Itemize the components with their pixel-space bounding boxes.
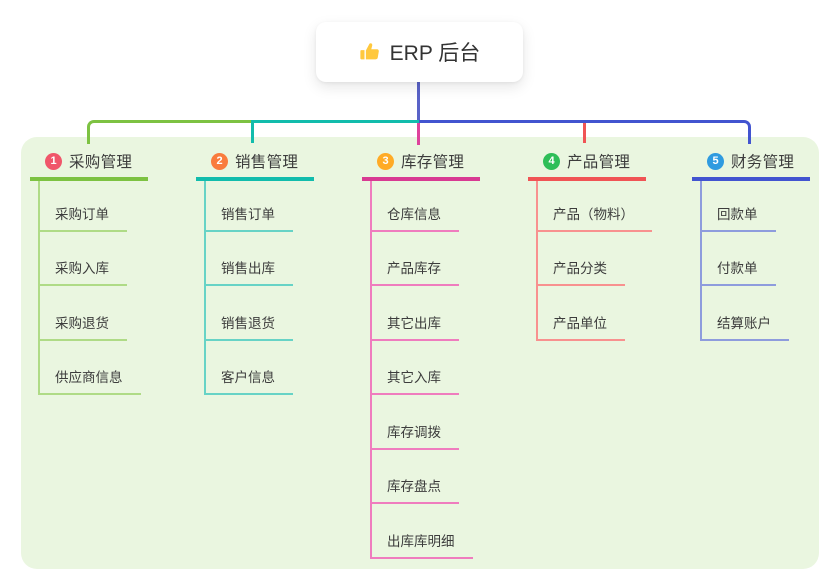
child-node[interactable]: 付款单: [700, 260, 776, 286]
branch-child-line: [204, 181, 206, 394]
thumbs-up-icon: [360, 43, 379, 60]
child-node[interactable]: 产品分类: [536, 260, 625, 286]
child-node[interactable]: 产品（物料）: [536, 206, 652, 232]
child-node[interactable]: 销售出库: [204, 260, 293, 286]
child-node[interactable]: 其它出库: [370, 315, 459, 341]
branch-label: 库存管理: [401, 154, 465, 171]
child-node[interactable]: 库存盘点: [370, 478, 459, 504]
child-node[interactable]: 客户信息: [204, 369, 293, 395]
root-node[interactable]: ERP 后台: [316, 22, 523, 82]
child-node[interactable]: 仓库信息: [370, 206, 459, 232]
connector-branch2-segment: [251, 120, 419, 123]
child-node[interactable]: 其它入库: [370, 369, 459, 395]
branch-number-badge: 3: [377, 152, 394, 170]
child-node[interactable]: 采购入库: [38, 260, 127, 286]
branch-child-line: [38, 181, 40, 394]
branches-background-panel: [21, 137, 819, 569]
root-stem-line: [417, 82, 420, 122]
connector-branch1-elbow: [87, 120, 251, 144]
connector-branch4-drop: [583, 123, 586, 143]
root-title: ERP 后台: [389, 42, 481, 65]
branch-header[interactable]: 4 产品管理: [528, 150, 646, 181]
branch-number-badge: 5: [707, 152, 724, 170]
branch-label: 财务管理: [731, 154, 795, 171]
child-node[interactable]: 库存调拨: [370, 424, 459, 450]
branch-header[interactable]: 2 销售管理: [196, 150, 314, 181]
branch-label: 产品管理: [567, 154, 631, 171]
branch-number-badge: 1: [45, 152, 62, 170]
child-node[interactable]: 采购退货: [38, 315, 127, 341]
connector-branch5-elbow: [419, 120, 751, 144]
child-node[interactable]: 供应商信息: [38, 369, 141, 395]
branch-label: 销售管理: [235, 154, 299, 171]
child-node[interactable]: 出库库明细: [370, 533, 473, 559]
branch-number-badge: 2: [211, 152, 228, 170]
branch-header[interactable]: 5 财务管理: [692, 150, 810, 181]
branch-child-line: [536, 181, 538, 339]
branch-number-badge: 4: [543, 152, 560, 170]
child-node[interactable]: 销售退货: [204, 315, 293, 341]
child-node[interactable]: 销售订单: [204, 206, 293, 232]
child-node[interactable]: 采购订单: [38, 206, 127, 232]
connector-branch2-drop: [251, 122, 254, 143]
branch-header[interactable]: 3 库存管理: [362, 150, 480, 181]
child-node[interactable]: 产品库存: [370, 260, 459, 286]
branch-child-line: [370, 181, 372, 557]
child-node[interactable]: 产品单位: [536, 315, 625, 341]
connector-branch3-drop: [417, 123, 420, 145]
branch-header[interactable]: 1 采购管理: [30, 150, 148, 181]
child-node[interactable]: 结算账户: [700, 315, 789, 341]
child-node[interactable]: 回款单: [700, 206, 776, 232]
branch-label: 采购管理: [69, 154, 133, 171]
branch-child-line: [700, 181, 702, 339]
